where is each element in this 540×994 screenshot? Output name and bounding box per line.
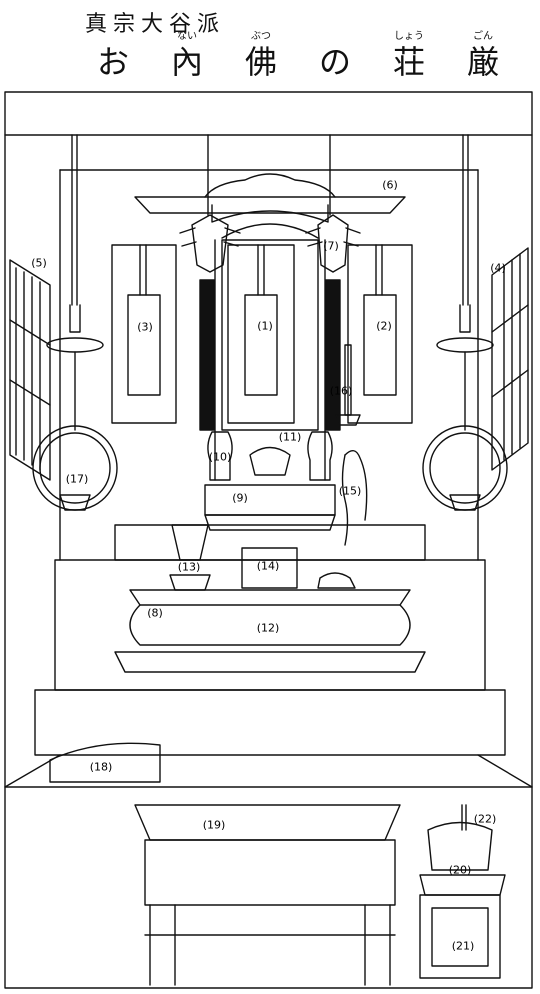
callout-11: (11) <box>278 430 302 444</box>
cabinet-frame <box>4 91 533 989</box>
title-char: 佛ぶつ <box>236 32 286 82</box>
callout-13: (13) <box>177 560 201 574</box>
callout-8: (8) <box>147 606 163 620</box>
callout-21: (21) <box>451 939 475 953</box>
callout-3: (3) <box>137 320 153 334</box>
callout-2: (2) <box>376 319 392 333</box>
title-char: の <box>310 42 360 82</box>
title-char-text: 內 <box>170 43 203 81</box>
callout-10: (10) <box>208 450 232 464</box>
side-hangings <box>9 247 529 481</box>
upper-altar <box>204 344 368 546</box>
title-char-text: 厳 <box>466 43 499 81</box>
title-sect-name: 真宗大谷派 <box>85 12 226 37</box>
callout-5: (5) <box>31 256 47 270</box>
callout-4: (4) <box>490 261 506 275</box>
hanging-lamps <box>32 304 508 511</box>
title-char-text: お <box>96 43 129 81</box>
title-char: 厳ごん <box>458 32 508 82</box>
title-ruby: ぶつ <box>251 31 271 42</box>
title-char-text: の <box>318 43 351 81</box>
title-ruby: しょう <box>394 31 424 42</box>
hanging-rods <box>71 134 469 306</box>
title-main: お內ない佛ぶつの荘しょう厳ごん <box>88 32 508 82</box>
title-ruby: ない <box>177 31 197 42</box>
hanging-lanterns <box>179 214 361 273</box>
title-char: 內ない <box>162 32 212 82</box>
title-char-text: 荘 <box>392 43 425 81</box>
callout-22: (22) <box>473 812 497 826</box>
callout-7: (7) <box>323 239 339 253</box>
title-char-text: 佛 <box>244 43 277 81</box>
inner-shrine <box>199 239 341 481</box>
main-altar <box>34 524 506 756</box>
title-char: 荘しょう <box>384 32 434 82</box>
lower-furniture <box>49 742 506 986</box>
callout-18: (18) <box>89 760 113 774</box>
callout-14: (14) <box>256 559 280 573</box>
callout-6: (6) <box>382 178 398 192</box>
callout-9: (9) <box>232 491 248 505</box>
callout-15: (15) <box>338 484 362 498</box>
title-char: お <box>88 42 138 82</box>
hanging-scrolls <box>111 244 413 424</box>
callout-1: (1) <box>257 319 273 333</box>
canopy <box>134 173 406 239</box>
callout-12: (12) <box>256 621 280 635</box>
title-ruby: ごん <box>473 31 493 42</box>
callout-19: (19) <box>202 818 226 832</box>
callout-16: (16) <box>329 384 353 398</box>
callout-17: (17) <box>65 472 89 486</box>
callout-20: (20) <box>448 863 472 877</box>
